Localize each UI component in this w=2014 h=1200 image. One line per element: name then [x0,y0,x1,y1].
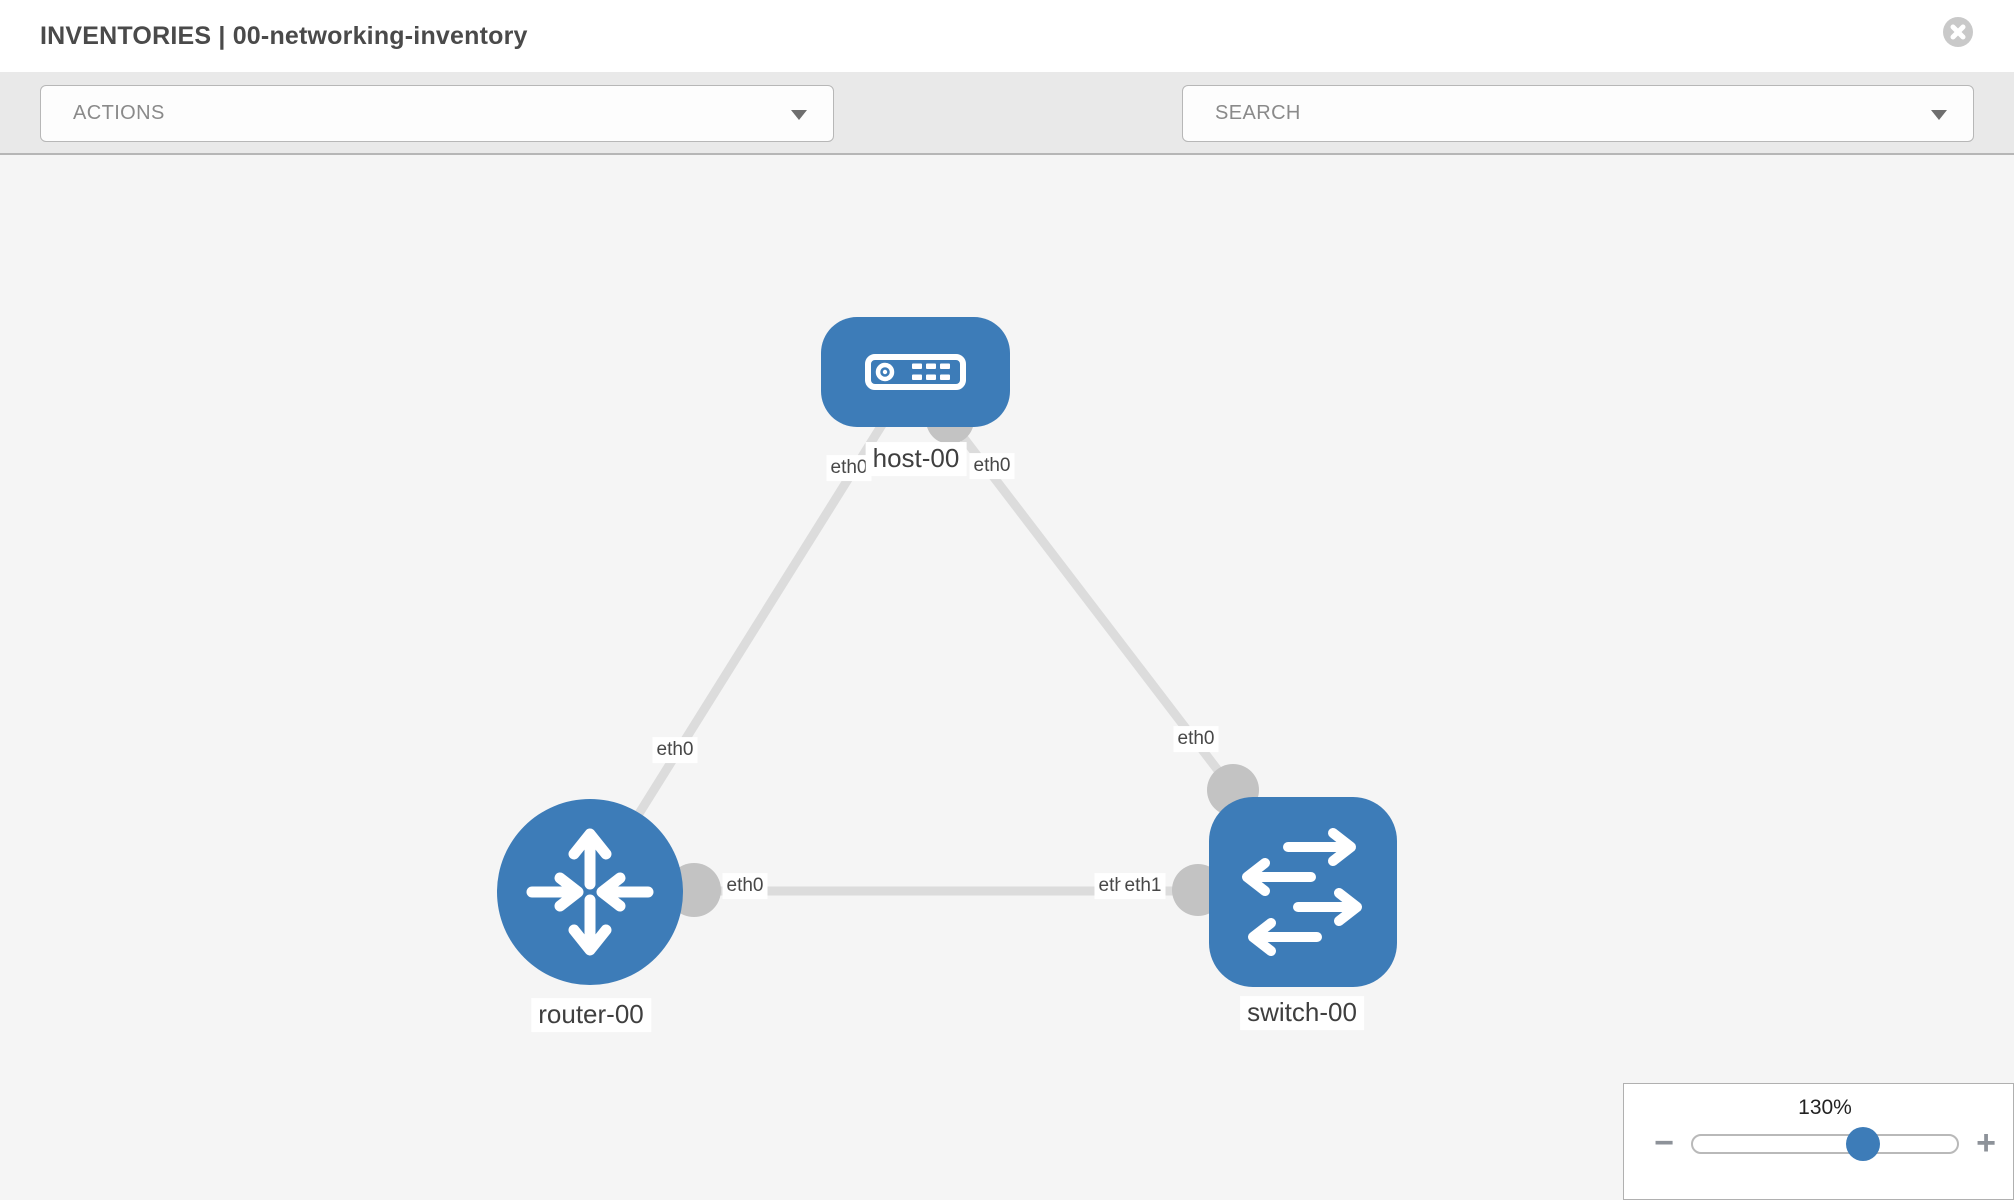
node-label-router-00: router-00 [531,998,651,1032]
close-button[interactable] [1943,17,1973,47]
iface-label: eth0 [969,453,1015,479]
iface-label: eth0 [826,455,872,481]
node-router-00[interactable] [497,799,683,985]
zoom-out-button[interactable]: − [1654,1124,1674,1162]
toolbar: ACTIONS SEARCH [0,72,2014,200]
zoom-slider-thumb[interactable] [1846,1127,1880,1161]
search-dropdown[interactable]: SEARCH [1182,85,1974,142]
zoom-panel: 130% − + [1623,1083,2014,1200]
zoom-in-button[interactable]: + [1976,1124,1996,1162]
host-icon [865,354,966,390]
iface-label: eth0 [722,873,768,899]
chevron-down-icon [1931,110,1947,120]
chevron-down-icon [791,110,807,120]
actions-dropdown[interactable]: ACTIONS [40,85,834,142]
search-dropdown-label: SEARCH [1215,102,1301,124]
node-host-00[interactable] [821,317,1010,427]
switch-icon [1242,828,1362,956]
actions-dropdown-label: ACTIONS [73,102,165,124]
iface-label: eth1 [1120,873,1166,899]
node-label-host-00: host-00 [865,442,967,476]
router-icon [526,828,654,956]
node-switch-00[interactable] [1209,797,1397,987]
iface-label: eth0 [652,737,698,763]
zoom-level: 130% [1798,1096,1852,1119]
node-label-switch-00: switch-00 [1240,996,1364,1030]
close-icon [1950,24,1966,40]
topology-canvas[interactable]: eth0 eth0 eth0 eth0 eth0 eth0 eth1 host-… [0,155,2014,1200]
header: INVENTORIES | 00-networking-inventory [0,0,2014,72]
page-title: INVENTORIES | 00-networking-inventory [40,22,528,50]
zoom-slider-track[interactable] [1691,1134,1959,1154]
iface-label: eth0 [1173,726,1219,752]
